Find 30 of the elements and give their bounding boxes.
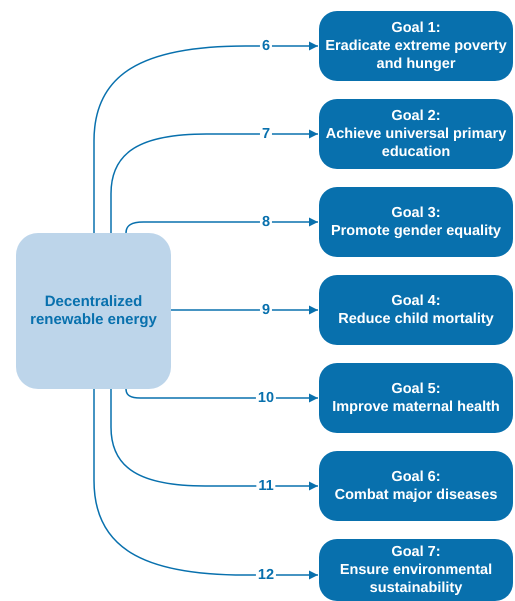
box-text: Ensure environmental sustainability bbox=[338, 561, 494, 597]
goal-heading: Goal 7: bbox=[391, 543, 441, 561]
source-box bbox=[16, 233, 171, 389]
goal-heading: Goal 2: bbox=[391, 107, 441, 125]
arrow bbox=[93, 42, 318, 233]
goal-box bbox=[319, 11, 513, 81]
arrow bbox=[110, 130, 318, 233]
box-text: Promote gender equality bbox=[330, 222, 501, 240]
box-text: Achieve universal primary education bbox=[325, 125, 507, 161]
goal-heading: Goal 6: bbox=[391, 468, 441, 486]
box-text: Improve maternal health bbox=[332, 398, 500, 416]
box-text: Eradicate extreme poverty and hunger bbox=[325, 37, 507, 73]
goal-heading: Goal 4: bbox=[391, 292, 441, 310]
goal-box bbox=[319, 99, 513, 169]
box-text: Reduce child mortality bbox=[338, 310, 494, 328]
arrow bbox=[110, 389, 318, 490]
goal-box bbox=[319, 187, 513, 257]
arrow bbox=[125, 218, 318, 234]
goal-box bbox=[319, 363, 513, 433]
goal-heading: Goal 5: bbox=[391, 380, 441, 398]
goal-heading: Goal 1: bbox=[391, 19, 441, 37]
goal-box bbox=[319, 275, 513, 345]
goal-heading: Goal 3: bbox=[391, 204, 441, 222]
arrow bbox=[125, 388, 318, 402]
arrow bbox=[171, 306, 318, 314]
arrow bbox=[93, 389, 318, 580]
goal-box bbox=[319, 539, 513, 601]
box-text: Combat major diseases bbox=[334, 486, 498, 504]
box-text: Decentralized renewable energy bbox=[30, 293, 157, 329]
goal-box bbox=[319, 451, 513, 521]
